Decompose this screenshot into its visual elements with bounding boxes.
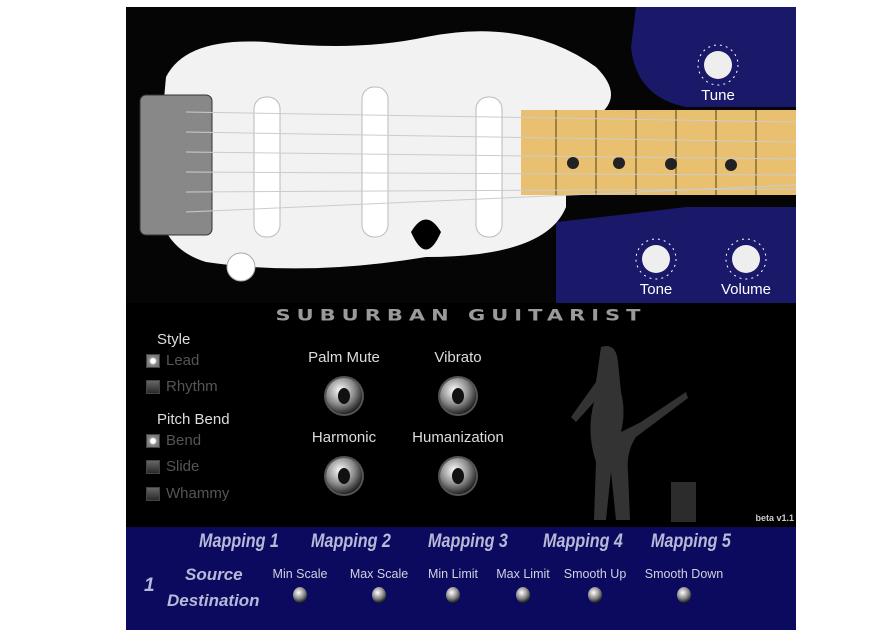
max-limit-knob[interactable] xyxy=(516,587,530,603)
mapping-row-number: 1 xyxy=(144,575,155,596)
palm-mute-knob[interactable] xyxy=(326,378,362,414)
option-label: Whammy xyxy=(166,485,230,502)
palm-mute-label: Palm Mute xyxy=(308,349,380,366)
tune-dial[interactable] xyxy=(696,43,740,87)
max-limit-label: Max Limit xyxy=(496,567,550,581)
humanization-label: Humanization xyxy=(412,429,504,446)
radio-icon xyxy=(146,379,160,394)
guitarist-silhouette xyxy=(571,346,696,522)
guitar-image xyxy=(126,7,796,303)
option-label: Rhythm xyxy=(166,378,218,395)
app-title: SUBURBAN GUITARIST xyxy=(275,306,647,324)
max-limit-control: Max Limit xyxy=(478,567,568,603)
vibrato-control: Vibrato xyxy=(398,349,518,414)
harmonic-control: Harmonic xyxy=(284,429,404,494)
tab-mapping-2[interactable]: Mapping 2 xyxy=(311,531,391,552)
harmonic-label: Harmonic xyxy=(311,429,377,446)
tab-mapping-5[interactable]: Mapping 5 xyxy=(651,531,731,552)
smooth-down-label: Smooth Down xyxy=(644,567,724,581)
tab-mapping-4[interactable]: Mapping 4 xyxy=(543,531,623,552)
style-label: Style xyxy=(157,331,191,348)
smooth-up-control: Smooth Up xyxy=(550,567,640,603)
min-limit-control: Min Limit xyxy=(408,567,498,603)
min-scale-control: Min Scale xyxy=(255,567,345,603)
tone-label: Tone xyxy=(639,281,673,298)
pitch-bend-label: Pitch Bend xyxy=(157,411,230,428)
tune-knob[interactable]: Tune xyxy=(688,43,748,104)
humanization-knob[interactable] xyxy=(440,458,476,494)
plugin-panel: Tune Tone Volume SUBURBAN GUITARIST Styl… xyxy=(126,7,796,630)
harmonic-knob[interactable] xyxy=(326,458,362,494)
smooth-up-knob[interactable] xyxy=(588,587,602,603)
radio-icon xyxy=(146,459,160,474)
smooth-down-knob[interactable] xyxy=(677,587,691,603)
vibrato-label: Vibrato xyxy=(434,349,482,366)
source-selector[interactable]: Source xyxy=(185,565,243,584)
option-label: Bend xyxy=(166,432,202,449)
pitch-slide-radio[interactable]: Slide xyxy=(146,458,199,475)
tone-dial[interactable] xyxy=(634,237,678,281)
style-rhythm-radio[interactable]: Rhythm xyxy=(146,378,218,395)
tone-knob[interactable]: Tone xyxy=(626,237,686,298)
tab-mapping-1[interactable]: Mapping 1 xyxy=(199,531,279,552)
volume-dial[interactable] xyxy=(724,237,768,281)
max-scale-label: Max Scale xyxy=(349,567,409,581)
pitch-whammy-radio[interactable]: Whammy xyxy=(146,485,229,502)
style-lead-radio[interactable]: Lead xyxy=(146,352,199,369)
option-label: Lead xyxy=(166,352,200,369)
volume-label: Volume xyxy=(720,281,772,298)
radio-icon xyxy=(146,486,160,501)
volume-knob[interactable]: Volume xyxy=(716,237,776,298)
palm-mute-control: Palm Mute xyxy=(284,349,404,414)
vibrato-knob[interactable] xyxy=(440,378,476,414)
tab-mapping-3[interactable]: Mapping 3 xyxy=(428,531,508,552)
smooth-down-control: Smooth Down xyxy=(639,567,729,603)
version-label: beta v1.1 xyxy=(755,513,794,523)
smooth-up-label: Smooth Up xyxy=(563,567,627,581)
radio-selected-icon xyxy=(146,433,160,448)
min-scale-knob[interactable] xyxy=(293,587,307,603)
pitch-bend-radio[interactable]: Bend xyxy=(146,432,201,449)
destination-selector[interactable]: Destination xyxy=(167,591,260,610)
option-label: Slide xyxy=(166,458,200,475)
min-limit-knob[interactable] xyxy=(446,587,460,603)
tune-label: Tune xyxy=(701,87,735,104)
min-limit-label: Min Limit xyxy=(427,567,478,581)
max-scale-knob[interactable] xyxy=(372,587,386,603)
min-scale-label: Min Scale xyxy=(272,567,328,581)
mapping-section: Mapping 1 Mapping 2 Mapping 3 Mapping 4 … xyxy=(126,527,796,630)
humanization-control: Humanization xyxy=(398,429,518,494)
max-scale-control: Max Scale xyxy=(334,567,424,603)
radio-selected-icon xyxy=(146,353,160,368)
